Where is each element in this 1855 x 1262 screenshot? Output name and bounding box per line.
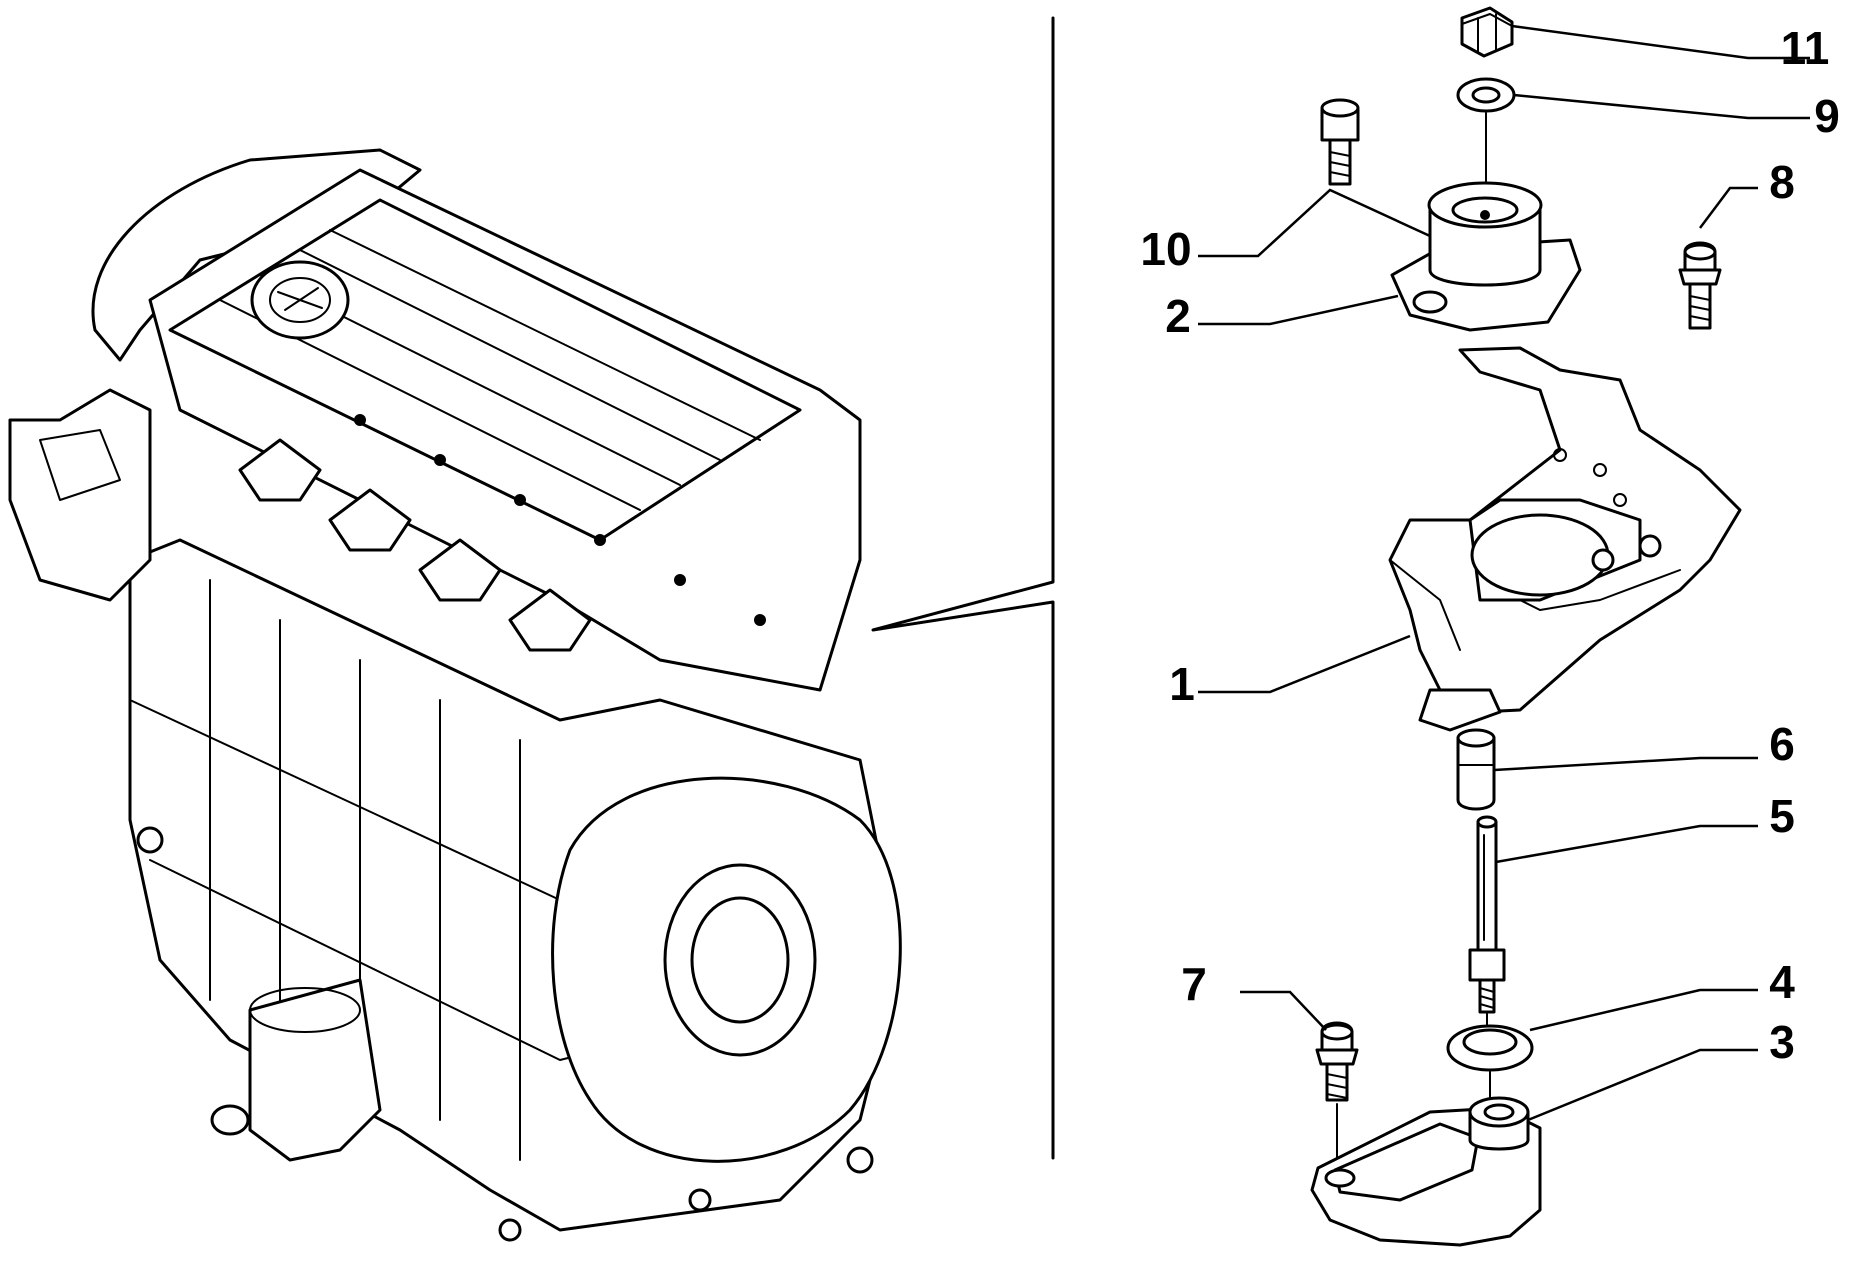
callout-label-10: 10: [1140, 223, 1191, 275]
section-divider: [871, 16, 1055, 1160]
engine-block-drawing: [8, 148, 902, 1242]
callout-label-3: 3: [1769, 1016, 1795, 1068]
callout-label-2: 2: [1165, 290, 1191, 342]
callout-label-7: 7: [1181, 958, 1207, 1010]
callout-label-1: 1: [1169, 658, 1195, 710]
lower-bracket-part: [1310, 1096, 1542, 1247]
callout-label-8: 8: [1769, 156, 1795, 208]
callout-labels: 11 9 8 10 2 1 6 5 7 4 3: [1140, 22, 1839, 1068]
callout-label-6: 6: [1769, 718, 1795, 770]
stud-part: [1468, 815, 1506, 1041]
washer-part: [1456, 77, 1516, 221]
bolt-part-8: [1678, 241, 1722, 330]
bolt-part-10: [1320, 98, 1360, 186]
bracket-part: [1388, 346, 1742, 732]
nut-part: [1460, 6, 1514, 58]
rubber-mount-part: [1390, 181, 1582, 332]
callout-label-11: 11: [1781, 22, 1830, 74]
callout-label-5: 5: [1769, 790, 1795, 842]
sleeve-part: [1456, 728, 1496, 811]
callout-label-9: 9: [1814, 90, 1840, 142]
callout-label-4: 4: [1769, 956, 1795, 1008]
bolt-part-7: [1315, 1021, 1359, 1161]
callout-leaders: [1198, 24, 1810, 1122]
